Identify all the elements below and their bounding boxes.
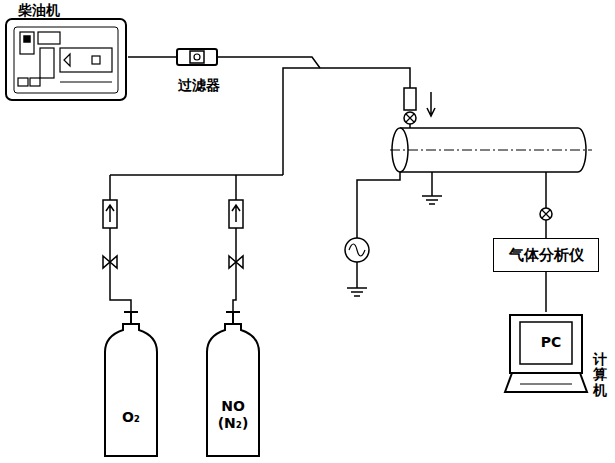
- ground-stroke: [426, 199, 438, 201]
- node-label: 气体分析仪: [509, 246, 584, 264]
- pipe-connector: [128, 56, 175, 58]
- ground-stroke: [347, 287, 367, 289]
- computer-monitor: [505, 315, 587, 392]
- node-label: 柴油机: [18, 2, 60, 18]
- engine-panel: [6, 19, 126, 100]
- node-label: O₂: [122, 409, 140, 426]
- gas-analyzer: 气体分析仪: [493, 238, 599, 272]
- filter-label: 过滤器: [175, 44, 223, 94]
- device-label: 计算机: [593, 352, 607, 398]
- gas-cylinder: O₂: [100, 322, 162, 460]
- flowmeter: [103, 200, 243, 228]
- filter-symbol: [175, 49, 217, 65]
- cylinder-body: [105, 324, 157, 456]
- ground-stroke: [354, 295, 360, 297]
- valve-symbol: [103, 256, 243, 268]
- reactor-inlet: [404, 88, 435, 128]
- cylinder-outline: [202, 322, 264, 460]
- computer: PC 计算机: [505, 312, 611, 404]
- cylinder-outline: [100, 322, 162, 460]
- engine-label: 柴油机: [4, 0, 128, 102]
- gas-cylinder: NO (N₂): [202, 322, 264, 460]
- node-label: 过滤器: [178, 77, 220, 94]
- reactor-tube: [390, 128, 592, 172]
- ground-stroke: [422, 195, 442, 197]
- cylinder-body: [207, 324, 259, 456]
- cylinder-valve: [124, 312, 240, 324]
- pipe-connector: [545, 272, 547, 312]
- ac-source: [345, 172, 432, 288]
- reactor-outlet: [540, 172, 552, 238]
- node-label: NO (N₂): [212, 398, 254, 432]
- ground-stroke: [429, 203, 435, 205]
- node-label: PC: [529, 334, 573, 351]
- gas-pipe: [110, 57, 410, 312]
- ground-symbol: [347, 196, 442, 296]
- ground-stroke: [351, 291, 363, 293]
